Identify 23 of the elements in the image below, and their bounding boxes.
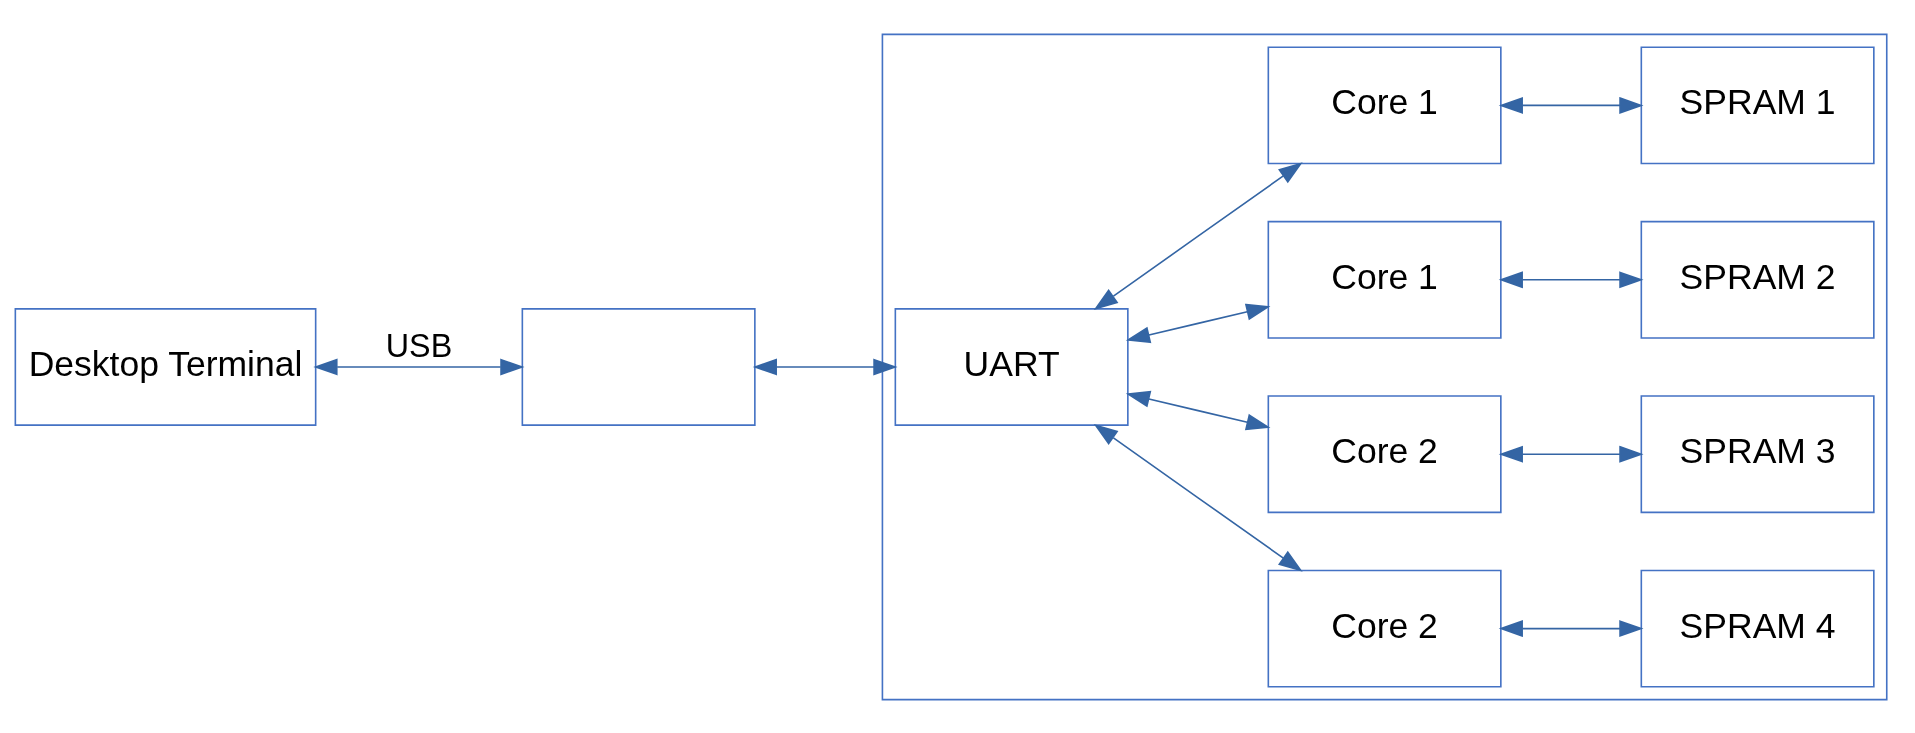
arrow [1093,161,1303,310]
node-box: Desktop Terminal [14,307,317,426]
node-box: SPRAM 2 [1640,220,1875,339]
node-box: UART [894,307,1129,426]
arrow [313,358,525,375]
edge-label: USB [385,327,453,364]
node-box: Core 1 [1267,46,1502,164]
arrow [1125,390,1271,430]
arrow [1498,270,1644,288]
arrow [1125,303,1271,343]
arrow [752,358,898,375]
node-box: SPRAM 4 [1640,569,1875,687]
node-box: SPRAM 1 [1640,46,1875,164]
arrow [1093,423,1303,572]
node-box: Core 2 [1267,394,1502,513]
arrow [1498,445,1644,463]
node-box: SPRAM 3 [1640,394,1875,513]
cluster [881,33,1888,700]
arrow [1498,96,1644,114]
node-box: Core 1 [1267,220,1502,339]
node-box [521,307,756,426]
node-box: Core 2 [1267,569,1502,687]
arrow [1498,619,1644,637]
